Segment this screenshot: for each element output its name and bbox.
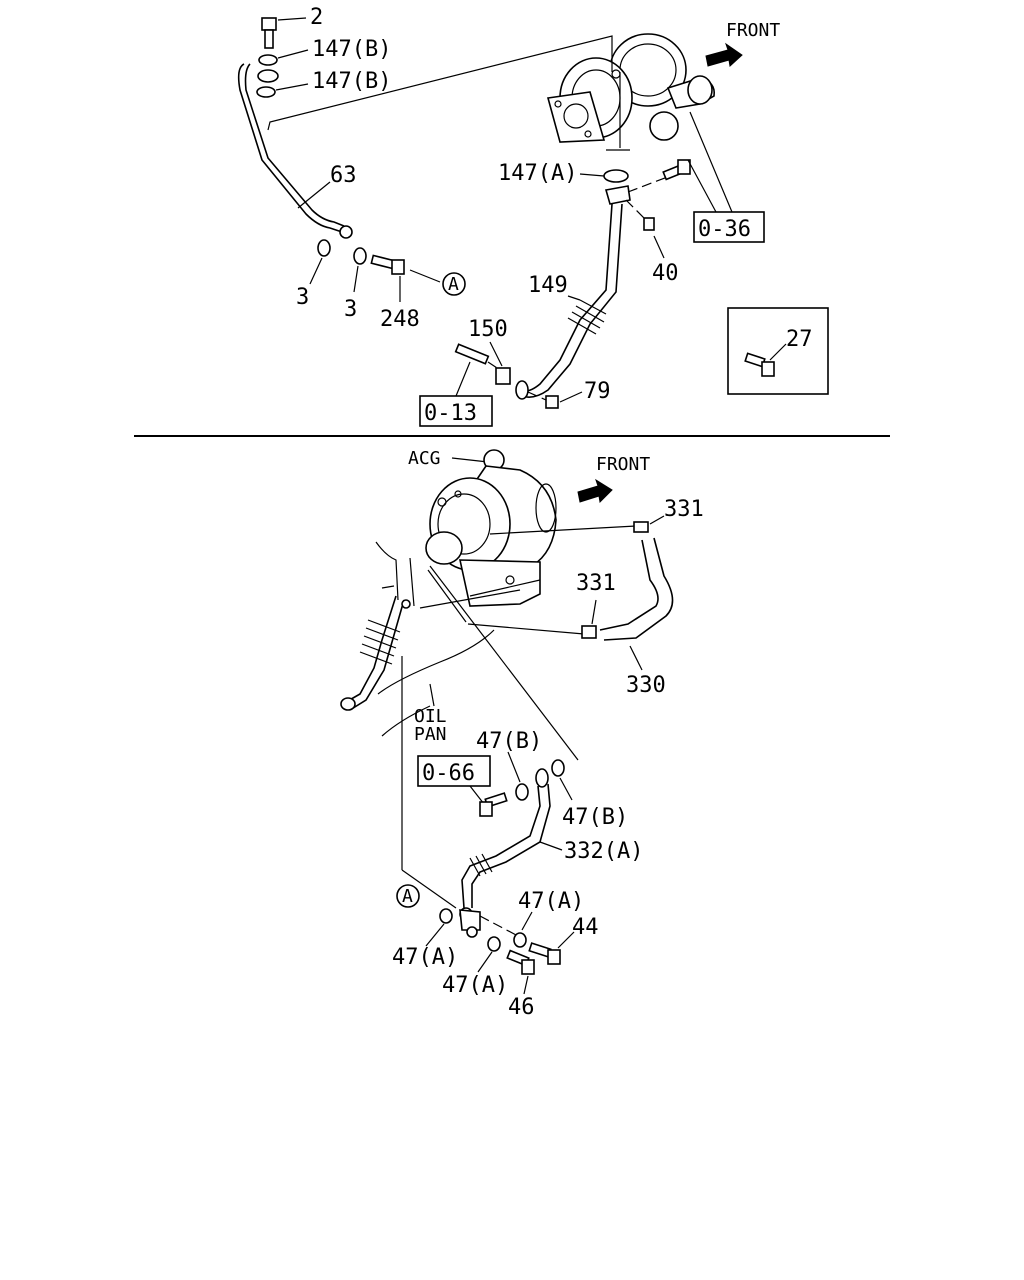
- leader-bracket-top: [267, 35, 613, 131]
- callout-40: 40: [652, 261, 679, 286]
- bolt-066: 0-66: [417, 755, 508, 817]
- callout-47a-1: 47(A): [392, 945, 458, 970]
- stud-013: 0-13: [419, 343, 501, 427]
- callout-0-36: 0-36: [698, 217, 751, 242]
- front-label-bottom: FRONT: [596, 454, 650, 475]
- turbocharger: [546, 33, 716, 151]
- front-arrow-bottom: FRONT: [577, 454, 650, 504]
- gasket-150: 150: [468, 317, 511, 385]
- front-label-top: FRONT: [726, 20, 780, 41]
- washer-147b-1: 147(B): [258, 37, 391, 66]
- callout-0-13: 0-13: [424, 401, 477, 426]
- callout-2: 2: [310, 5, 323, 30]
- pipe-63: [237, 63, 353, 239]
- callout-pan: PAN: [414, 724, 447, 745]
- nut-79: 79: [527, 379, 611, 409]
- washer-47b-1: 47(B): [476, 729, 542, 801]
- callout-147b-1: 147(B): [312, 37, 391, 62]
- engine-block-outline: [375, 541, 521, 737]
- acg-oil-section: FRONT ACG: [340, 448, 704, 1020]
- callout-332a: 332(A): [564, 839, 643, 864]
- marker-a-bottom: A: [396, 884, 420, 908]
- callout-acg: ACG: [408, 448, 441, 469]
- bolt-248: 248 A: [370, 254, 466, 332]
- washer-3-2: 3: [344, 247, 367, 322]
- callout-27: 27: [786, 327, 813, 352]
- callout-46: 46: [508, 995, 535, 1020]
- callout-330: 330: [626, 673, 666, 698]
- callout-331-1: 331: [664, 497, 704, 522]
- callout-63: 63: [330, 163, 357, 188]
- callout-150: 150: [468, 317, 508, 342]
- bolt-44: 44: [528, 915, 599, 965]
- callout-331-2: 331: [576, 571, 616, 596]
- pipe-332a: 332(A): [459, 768, 643, 938]
- callout-147b-2: 147(B): [312, 69, 391, 94]
- turbo-oil-feed-section: FRONT: [237, 5, 829, 427]
- washer-47a-3: 47(A): [442, 936, 508, 998]
- alternator: [425, 449, 557, 607]
- washer-3-1: 3: [296, 239, 331, 310]
- callout-147a: 147(A): [498, 161, 577, 186]
- callout-47a-3: 47(A): [442, 973, 508, 998]
- nut-40: 40: [625, 199, 679, 286]
- callout-47a-2: 47(A): [518, 889, 584, 914]
- hose-330: 330: [467, 537, 674, 698]
- gasket-147a: 147(A): [498, 161, 629, 186]
- washer-47a-2: 47(A): [479, 889, 584, 948]
- leader-acg-47b: [429, 565, 579, 761]
- bolt-46: 46: [506, 949, 535, 1020]
- pipe-149: 149: [515, 185, 631, 400]
- callout-44: 44: [572, 915, 599, 940]
- front-arrow-top: FRONT: [705, 20, 780, 67]
- bolt-2: 2: [261, 5, 323, 49]
- washer-47a-1: 47(A): [392, 908, 458, 970]
- clip-331-2: 331: [576, 571, 616, 639]
- callout-79: 79: [584, 379, 611, 404]
- marker-a-top: A: [448, 274, 459, 295]
- callout-47b-1: 47(B): [476, 729, 542, 754]
- callout-0-66: 0-66: [422, 761, 475, 786]
- callout-oil: OIL: [414, 706, 447, 727]
- svg-text:A: A: [402, 886, 413, 907]
- callout-47b-2: 47(B): [562, 805, 628, 830]
- bolt-036: 0-36: [627, 111, 765, 243]
- callout-3-1: 3: [296, 285, 309, 310]
- washer-147b-2: 147(B): [256, 69, 391, 98]
- engine-oil-pipe: [340, 595, 411, 711]
- inset-bolt-27: 27: [727, 307, 829, 395]
- washer-47b-2: 47(B): [551, 759, 628, 830]
- clip-331-1: 331: [633, 497, 704, 533]
- callout-3-2: 3: [344, 297, 357, 322]
- callout-248: 248: [380, 307, 420, 332]
- callout-149: 149: [528, 273, 568, 298]
